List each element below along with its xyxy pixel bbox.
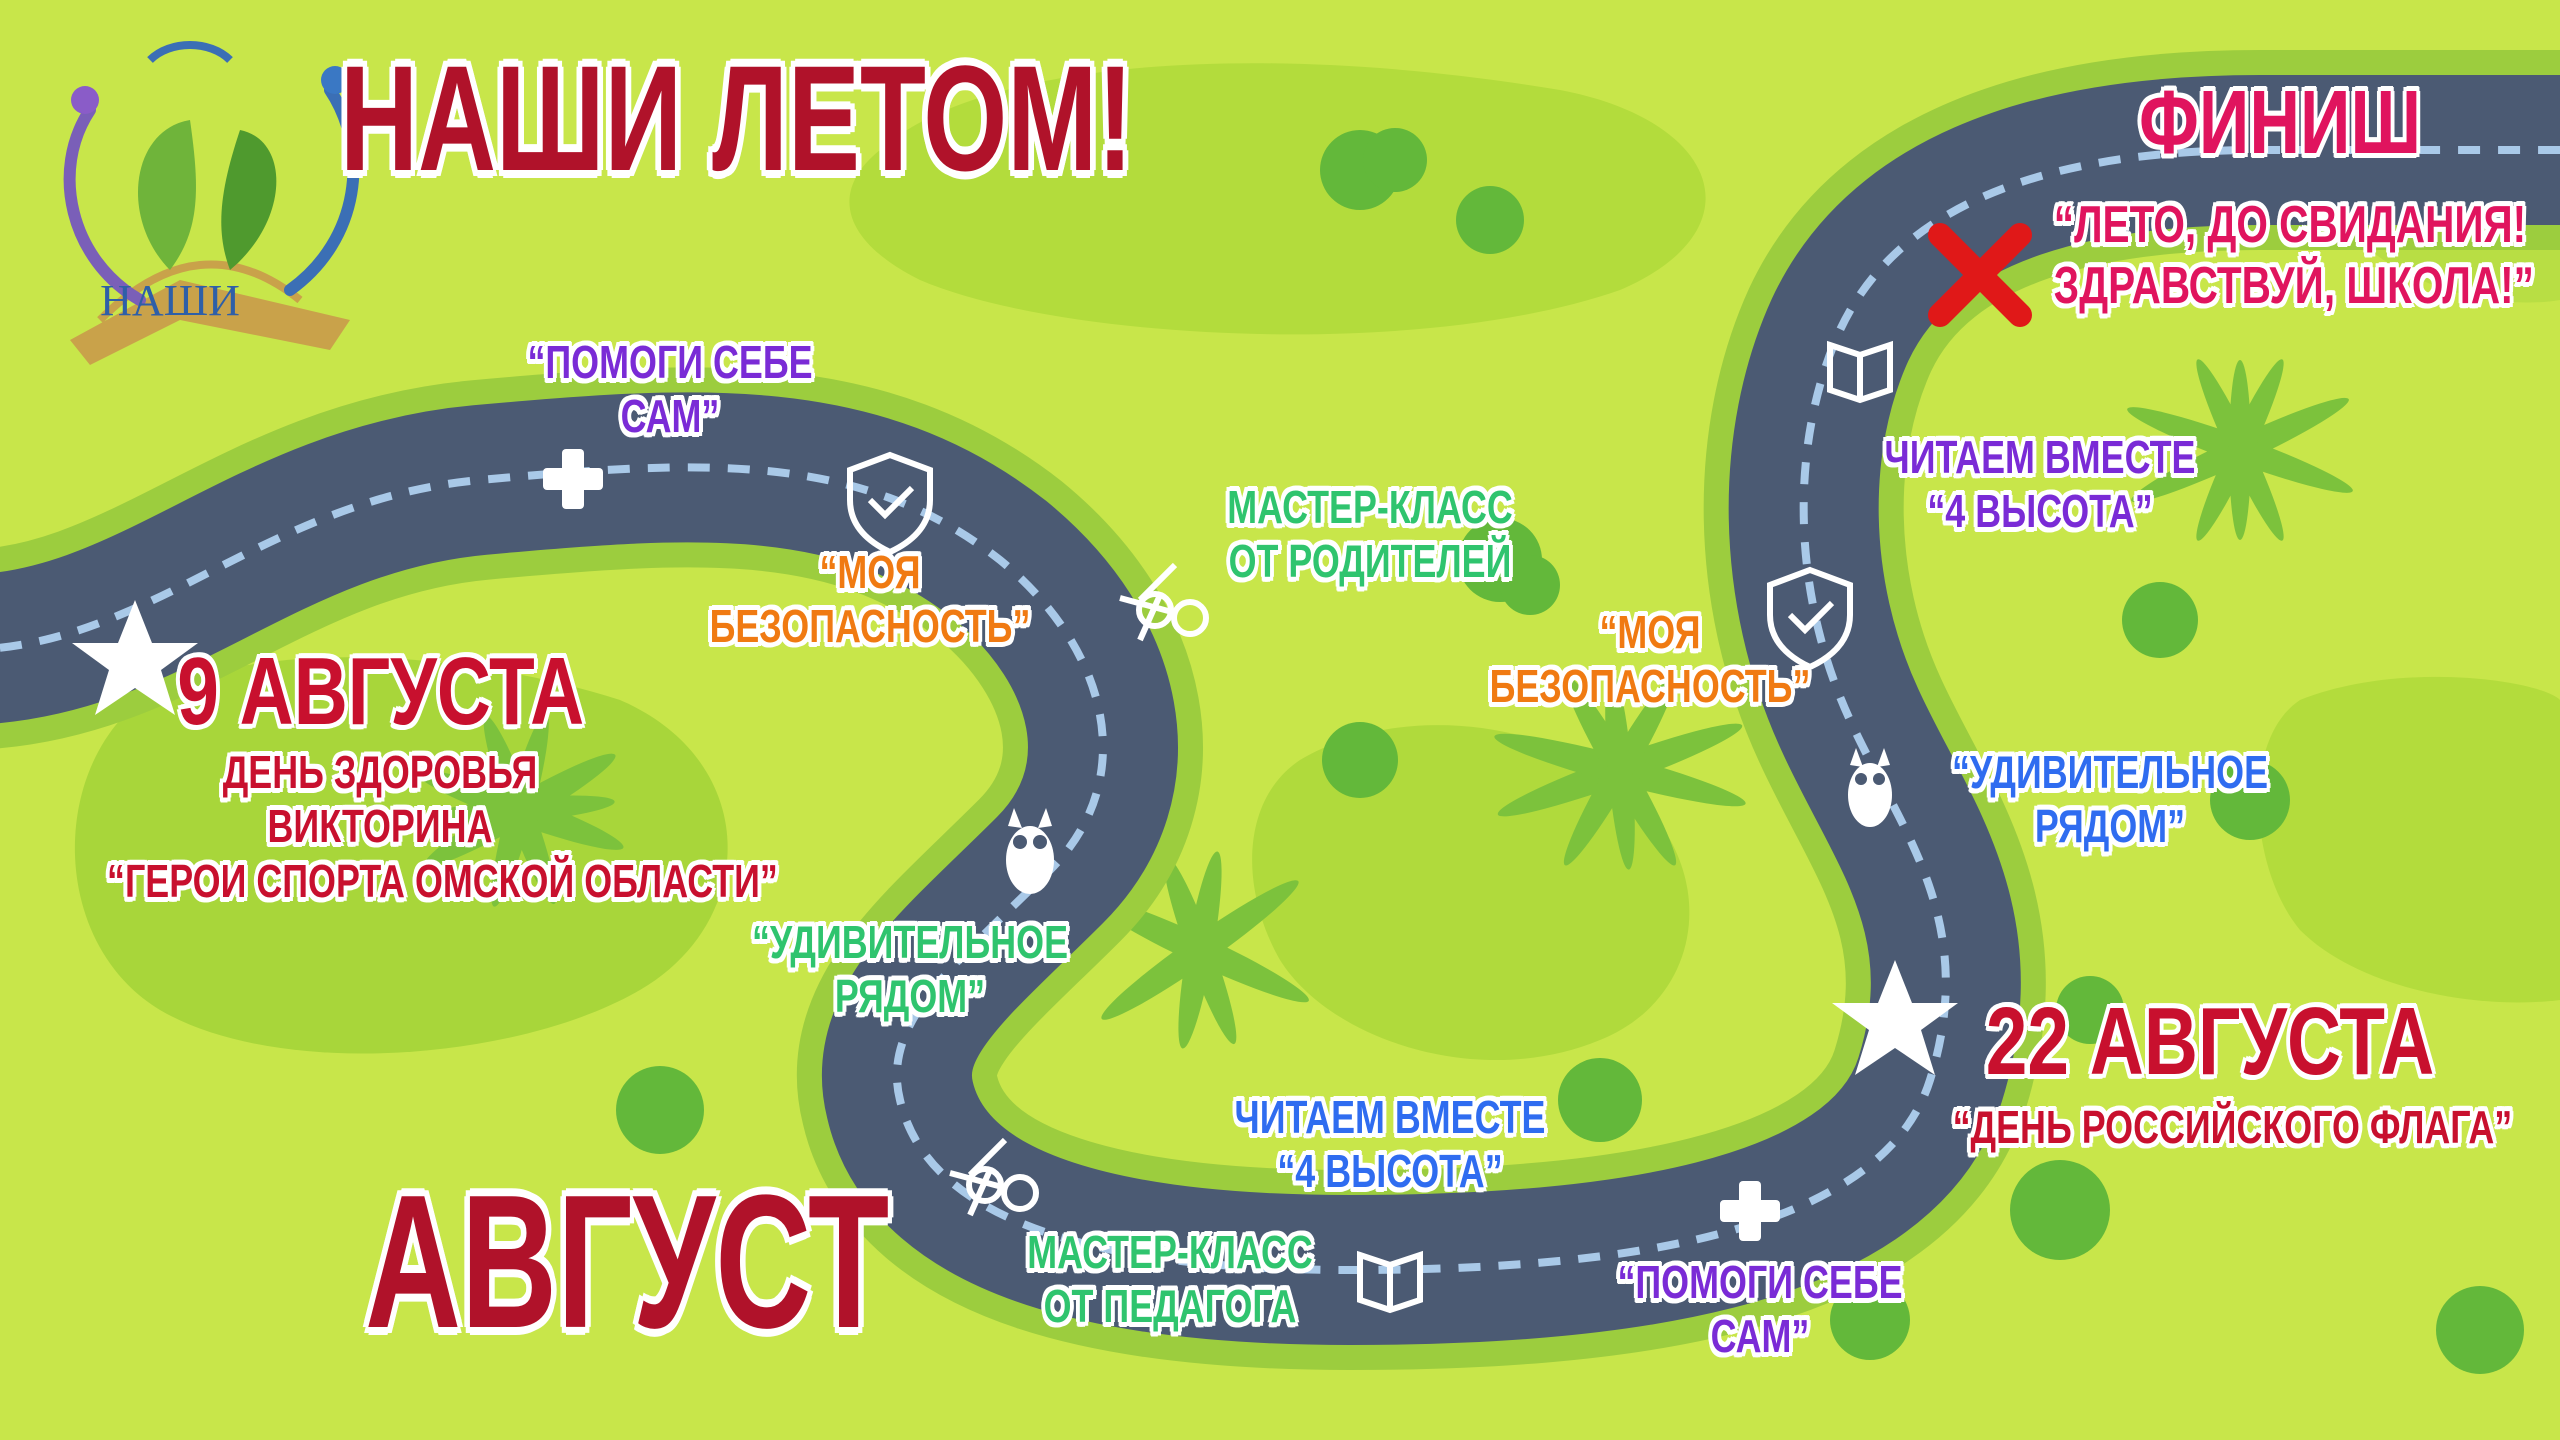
logo-arc-left [63, 104, 146, 306]
palm-leaves [416, 359, 2353, 1049]
stop-reading-1-line2: “4 ВЫСОТА” [1277, 1145, 1503, 1198]
stop-reading-2-line2: “4 ВЫСОТА” [1927, 485, 2153, 538]
finish-heading: ФИНИШ [2138, 73, 2422, 173]
stop-safety-1-line1: “МОЯ [819, 546, 921, 598]
page-title: НАШИ ЛЕТОМ! [340, 34, 1134, 202]
logo-leaf-right [221, 130, 277, 270]
aug9-details: ДЕНЬ ЗДОРОВЬЯ ВИКТОРИНА “ГЕРОИ СПОРТА ОМ… [107, 745, 778, 908]
plus-icon-left [543, 449, 603, 509]
book-icon-upper [1827, 340, 1893, 404]
stop-master-parents: МАСТЕР-КЛАСС ОТ РОДИТЕЛЕЙ [1206, 480, 1534, 589]
stop-reading-2: ЧИТАЕМ ВМЕСТЕ “4 ВЫСОТА” [1876, 430, 2204, 539]
logo-text: НАШИ [100, 276, 240, 325]
finish-line2: ЗДРАВСТВУЙ, ШКОЛА!” [2053, 257, 2534, 316]
aug9-line3: “ГЕРОИ СПОРТА ОМСКОЙ ОБЛАСТИ” [107, 854, 778, 907]
stop-amazing-2: “УДИВИТЕЛЬНОЕ РЯДОМ” [1938, 745, 2281, 854]
stop-reading-2-line1: ЧИТАЕМ ВМЕСТЕ [1884, 431, 2196, 483]
aug22-date: 22 АВГУСТА [1985, 988, 2435, 1095]
stop-help-2-line2: САМ” [1710, 1310, 1810, 1363]
plus-icon-right [1720, 1181, 1780, 1241]
book-icon-lower [1357, 1250, 1423, 1314]
stop-master-teacher-line1: МАСТЕР-КЛАСС [1027, 1226, 1313, 1278]
finish-subtitle: “ЛЕТО, ДО СВИДАНИЯ! ЗДРАВСТВУЙ, ШКОЛА!” [2053, 195, 2534, 318]
star-icon-aug22 [1832, 960, 1958, 1075]
aug9-line1: ДЕНЬ ЗДОРОВЬЯ [222, 746, 538, 798]
stop-master-parents-line1: МАСТЕР-КЛАСС [1227, 481, 1513, 533]
owl-icon-left [1006, 808, 1054, 894]
grass-patch-top [849, 63, 1706, 335]
stop-help-1-line2: САМ” [620, 390, 720, 443]
logo [63, 41, 360, 365]
aug9-line2: ВИКТОРИНА [267, 800, 493, 853]
stop-help-2-line1: “ПОМОГИ СЕБЕ [1617, 1256, 1903, 1308]
logo-arc-right [284, 84, 360, 296]
scissors-icon-lower [949, 1137, 1039, 1217]
owl-icon-right [1848, 748, 1892, 827]
stop-safety-2-line1: “МОЯ [1599, 606, 1701, 658]
stop-safety-1-line2: БЕЗОПАСНОСТЬ” [709, 600, 1031, 653]
stop-safety-2: “МОЯ БЕЗОПАСНОСТЬ” [1486, 605, 1814, 714]
bushes [616, 128, 2524, 1374]
stop-master-teacher: МАСТЕР-КЛАСС ОТ ПЕДАГОГА [1006, 1225, 1334, 1334]
finish-line1: “ЛЕТО, ДО СВИДАНИЯ! [2053, 196, 2527, 254]
stop-safety-1: “МОЯ БЕЗОПАСНОСТЬ” [706, 545, 1034, 654]
grass-patch-center [1252, 725, 1690, 1061]
stop-amazing-1-line1: “УДИВИТЕЛЬНОЕ [751, 916, 1069, 968]
aug22-line1: “ДЕНЬ РОССИЙСКОГО ФЛАГА” [1952, 1101, 2513, 1153]
shield-icon-right [1767, 566, 1853, 671]
stop-amazing-1: “УДИВИТЕЛЬНОЕ РЯДОМ” [738, 915, 1081, 1024]
stop-reading-1-line1: ЧИТАЕМ ВМЕСТЕ [1234, 1091, 1546, 1143]
stop-master-parents-line2: ОТ РОДИТЕЛЕЙ [1228, 535, 1512, 588]
shield-icon-left [847, 451, 933, 556]
logo-leaf-left [137, 120, 196, 270]
stop-help-2: “ПОМОГИ СЕБЕ САМ” [1604, 1255, 1916, 1364]
logo-book [70, 280, 350, 365]
stop-amazing-1-line2: РЯДОМ” [834, 970, 986, 1023]
grass-patch-left [74, 657, 728, 1054]
stop-safety-2-line2: БЕЗОПАСНОСТЬ” [1489, 660, 1811, 713]
stop-amazing-2-line2: РЯДОМ” [2034, 800, 2186, 853]
stop-amazing-2-line1: “УДИВИТЕЛЬНОЕ [1951, 746, 2269, 798]
month-title: АВГУСТ [365, 1156, 890, 1368]
grass-patch-right [2258, 676, 2560, 1003]
finish-cross [1928, 223, 2032, 327]
road-center-line [0, 146, 2560, 1275]
stop-help-1: “ПОМОГИ СЕБЕ САМ” [514, 335, 826, 444]
stop-master-teacher-line2: ОТ ПЕДАГОГА [1043, 1280, 1297, 1333]
scissors-icon-upper [1119, 562, 1209, 642]
stop-help-1-line1: “ПОМОГИ СЕБЕ [527, 336, 813, 388]
stop-reading-1: ЧИТАЕМ ВМЕСТЕ “4 ВЫСОТА” [1226, 1090, 1554, 1199]
aug9-date: 9 АВГУСТА [177, 638, 585, 745]
star-icon-aug9 [72, 600, 198, 715]
